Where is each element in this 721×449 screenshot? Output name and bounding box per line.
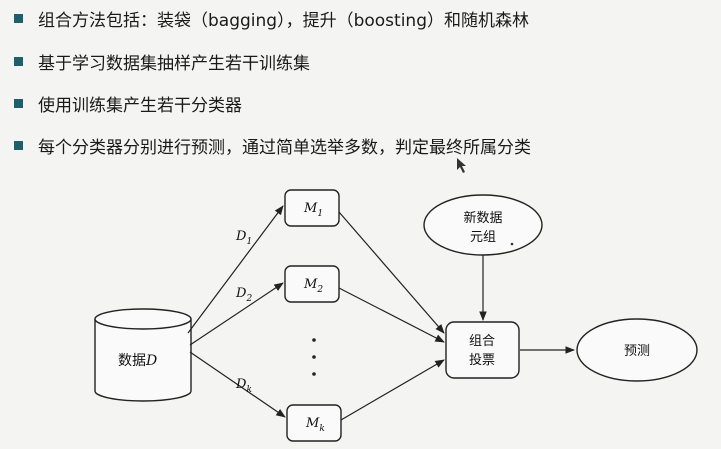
arrow-m2-to-combine <box>338 287 445 343</box>
bullet-item: 基于学习数据集抽样产生若干训练集 <box>14 47 310 75</box>
model-box-m2: M2 <box>284 265 340 303</box>
svg-text:Mk: Mk <box>305 416 325 434</box>
data-label: 数据 <box>118 353 146 369</box>
data-var: D <box>145 353 157 369</box>
subset-label-d1: D1 <box>235 229 252 247</box>
data-cylinder: 数据D <box>94 308 192 402</box>
svg-text:M2: M2 <box>303 277 323 295</box>
svg-text:组合: 组合 <box>469 334 495 349</box>
predict-label: 预测 <box>624 344 650 359</box>
arrow-to-m1 <box>187 205 284 334</box>
bullet-square-icon <box>14 13 23 23</box>
mouse-cursor-icon <box>457 158 466 173</box>
subset-label-dk: Dk <box>235 377 252 395</box>
ellipsis-dots <box>312 338 316 376</box>
bullet-item: 每个分类器分别进行预测，通过简单选举多数，判定最终所属分类 <box>14 131 531 159</box>
arrow-m1-to-combine <box>338 211 445 334</box>
bullet-text: 基于学习数据集抽样产生若干训练集 <box>38 53 310 74</box>
model-box-m1: M1 <box>284 189 340 227</box>
svg-text:投票: 投票 <box>469 352 495 368</box>
svg-text:新数据: 新数据 <box>463 210 502 226</box>
svg-text:元组: 元组 <box>470 230 496 245</box>
model-box-mk: Mk <box>286 404 342 442</box>
arrow-to-m2 <box>189 282 284 346</box>
bullet-item: 使用训练集产生若干分类器 <box>14 89 242 117</box>
bullet-square-icon <box>14 56 23 66</box>
svg-text:数据D: 数据D <box>118 353 157 369</box>
bullet-text: 组合方法包括：装袋（bagging），提升（boosting）和随机森林 <box>38 10 529 31</box>
bullet-item: 组合方法包括：装袋（bagging），提升（boosting）和随机森林 <box>14 4 529 32</box>
arrow-to-mk <box>189 351 286 418</box>
bullet-square-icon <box>14 98 23 108</box>
predict-ellipse: 预测 <box>576 318 698 382</box>
new-tuple-ellipse: 新数据 元组 <box>423 194 543 256</box>
bullet-square-icon <box>14 140 23 150</box>
bullet-text: 每个分类器分别进行预测，通过简单选举多数，判定最终所属分类 <box>38 137 531 158</box>
subset-label-d2: D2 <box>235 286 252 304</box>
svg-text:M1: M1 <box>303 201 323 219</box>
bullet-text: 使用训练集产生若干分类器 <box>38 95 242 116</box>
arrow-mk-to-combine <box>340 359 445 421</box>
combine-vote-box: 组合 投票 <box>445 321 520 379</box>
